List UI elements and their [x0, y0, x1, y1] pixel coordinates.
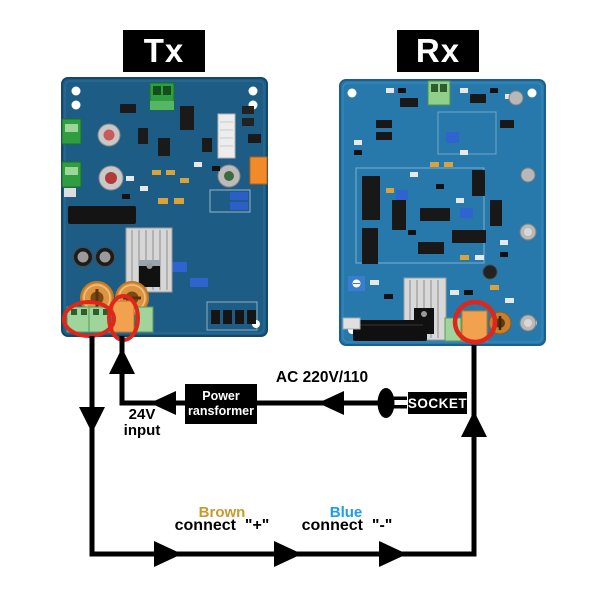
rx-board-photo	[339, 79, 546, 346]
arrow-right-icon	[154, 541, 182, 567]
blue-wire-word: Blue	[329, 504, 363, 521]
arrow-left-icon	[150, 391, 176, 415]
socket-label-box: SOCKET	[408, 392, 467, 414]
rx-terminal-highlight	[452, 299, 498, 345]
brown-wire-word: Brown	[198, 504, 246, 521]
transformer-line1: Power	[202, 389, 240, 403]
rx-label: Rx	[397, 30, 479, 72]
transformer-line2: ransformer	[188, 404, 254, 418]
arrow-up-icon	[109, 348, 135, 374]
socket-label-text: SOCKET	[407, 395, 468, 411]
brown-wire-note: connect "+"	[174, 517, 270, 534]
tx-label: Tx	[123, 30, 205, 72]
blue-wire-note: connect "-"	[301, 517, 393, 534]
plug-icon	[377, 388, 407, 418]
arrow-right-icon	[274, 541, 302, 567]
arrow-right-icon	[379, 541, 407, 567]
arrow-left-icon	[318, 391, 344, 415]
dc-input-line1: 24V	[128, 406, 156, 423]
tx-label-text: Tx	[143, 32, 185, 69]
rx-label-text: Rx	[415, 32, 461, 69]
tx-board-photo	[61, 77, 268, 342]
arrow-down-icon	[79, 407, 105, 433]
ac-voltage-label: AC 220V/110	[275, 369, 369, 386]
dc-input-label: 24V input	[110, 407, 174, 439]
arrow-up-icon	[461, 411, 487, 437]
dc-input-line2: input	[123, 421, 161, 439]
power-transformer-box: Power ransformer	[185, 384, 257, 424]
